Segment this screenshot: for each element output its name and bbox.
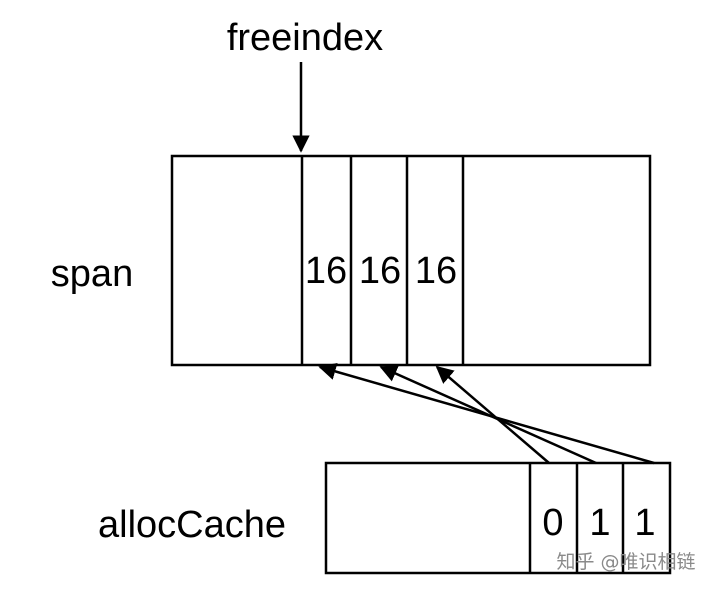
watermark: 知乎 @唯识相链: [556, 551, 695, 573]
alloc-cache-bit: 1: [634, 502, 655, 544]
alloc-cache-label: allocCache: [98, 504, 286, 546]
span-label: span: [51, 253, 133, 295]
span-cell-value: 16: [415, 250, 457, 292]
alloc-cache-bit: 0: [542, 502, 563, 544]
mapping-arrow: [435, 365, 550, 464]
freeindex-label: freeindex: [227, 17, 383, 59]
alloc-cache-box: [324, 461, 672, 575]
span-cell-value: 16: [359, 250, 401, 292]
alloc-cache-bit: 1: [589, 502, 610, 544]
mapping-arrow: [318, 362, 655, 465]
span-cell-value: 16: [305, 250, 347, 292]
span-box: [170, 154, 652, 367]
